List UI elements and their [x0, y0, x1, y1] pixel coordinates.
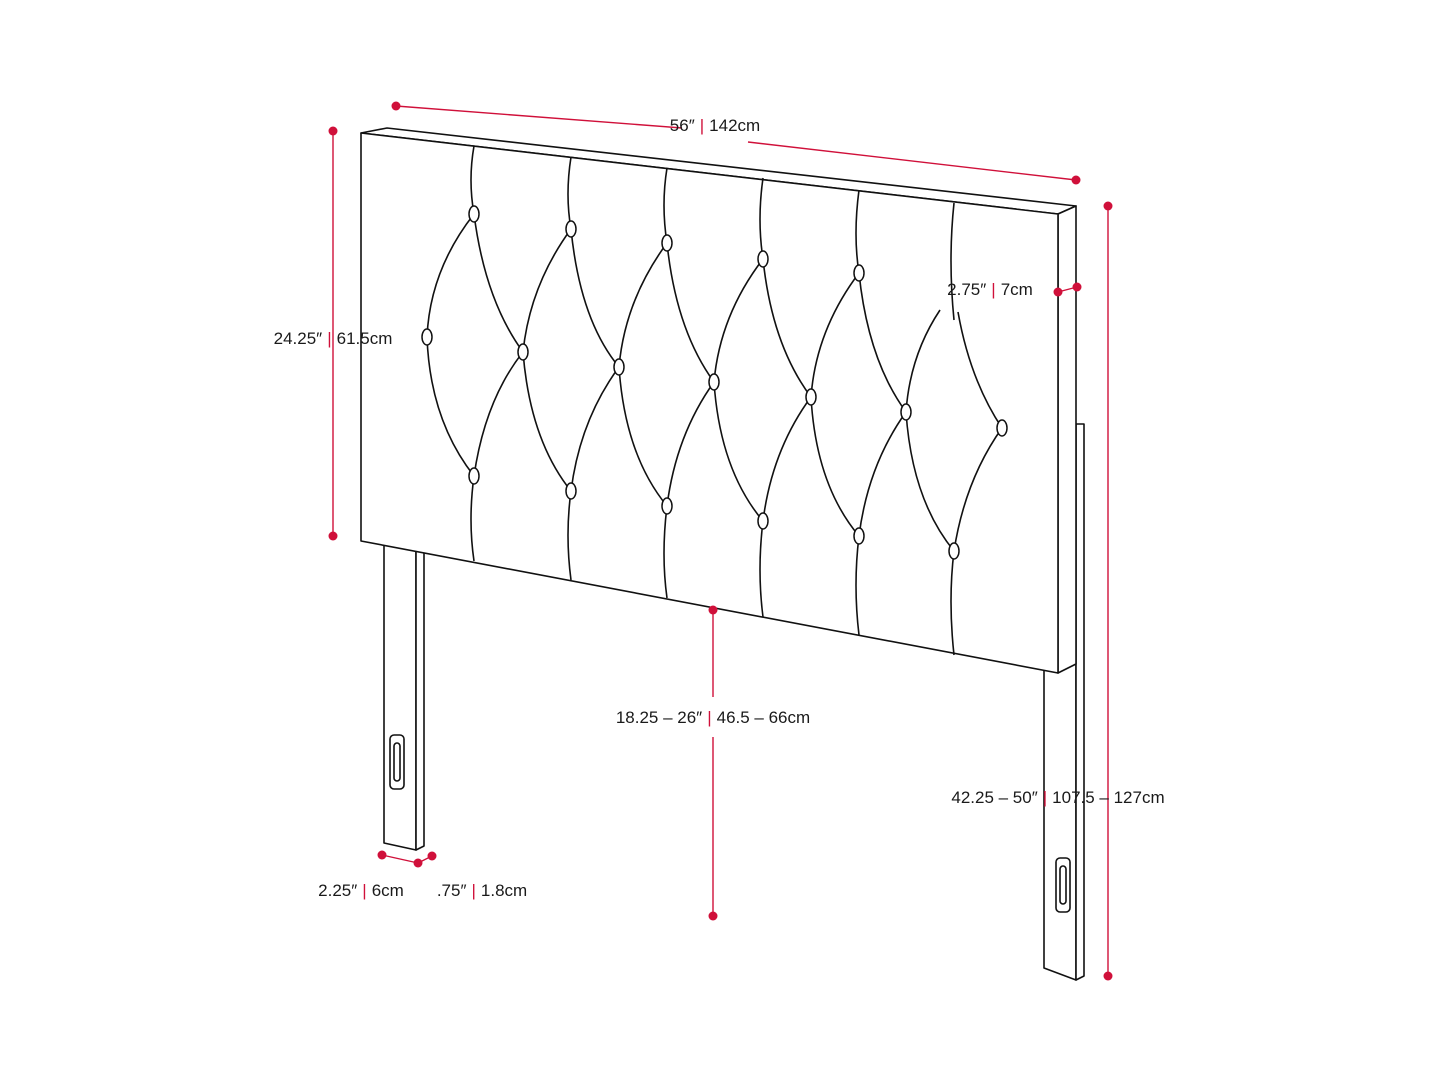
tuft-button	[805, 388, 817, 406]
thickness-label: 2.75″|7cm	[947, 280, 1033, 299]
tuft-button	[661, 497, 673, 515]
clearance-dimension	[708, 605, 718, 921]
tuft-button	[757, 512, 769, 530]
height-label: 24.25″|61.5cm	[274, 329, 393, 348]
leg-dimension	[377, 850, 437, 868]
clearance-label: 18.25 – 26″|46.5 – 66cm	[616, 708, 810, 727]
tuft-button	[661, 234, 673, 252]
tuft-button	[948, 542, 960, 560]
tuft-button	[565, 220, 577, 238]
leg-width-label: 2.25″|6cm	[318, 881, 404, 900]
height-imperial: 24.25″	[274, 329, 323, 348]
clearance-metric: 46.5 – 66cm	[717, 708, 811, 727]
thickness-imperial: 2.75″	[947, 280, 986, 299]
tuft-button	[900, 403, 912, 421]
leg-width-imperial: 2.25″	[318, 881, 357, 900]
clearance-imperial: 18.25 – 26″	[616, 708, 702, 727]
tufting-pattern	[426, 145, 1003, 656]
tuft-button	[853, 264, 865, 282]
leg-depth-imperial: .75″	[437, 881, 467, 900]
left-leg	[383, 539, 425, 851]
tuft-button	[996, 419, 1008, 437]
leg-depth-metric: 1.8cm	[481, 881, 527, 900]
panel-front-face	[360, 132, 1059, 674]
tuft-button	[853, 527, 865, 545]
tuft-button	[421, 328, 433, 346]
width-dimension	[391, 101, 1081, 185]
thickness-dimension	[1053, 282, 1082, 297]
width-label: 56″|142cm	[670, 116, 760, 135]
height-metric: 61.5cm	[337, 329, 393, 348]
total-height-label: 42.25 – 50″|107.5 – 127cm	[951, 788, 1164, 807]
tuft-button	[565, 482, 577, 500]
thickness-metric: 7cm	[1001, 280, 1033, 299]
tuft-button	[468, 467, 480, 485]
tufting-buttons	[421, 205, 1008, 560]
right-leg	[1043, 423, 1085, 981]
leg-depth-label: .75″|1.8cm	[437, 881, 527, 900]
headboard-panel	[360, 127, 1077, 674]
tuft-button	[757, 250, 769, 268]
width-imperial: 56″	[670, 116, 695, 135]
tuft-button	[468, 205, 480, 223]
total-height-metric: 107.5 – 127cm	[1052, 788, 1164, 807]
total-height-imperial: 42.25 – 50″	[951, 788, 1037, 807]
width-metric: 142cm	[709, 116, 760, 135]
total-height-dimension	[1103, 201, 1113, 981]
tuft-button	[517, 343, 529, 361]
tuft-button	[708, 373, 720, 391]
height-dimension	[328, 126, 338, 541]
leg-width-metric: 6cm	[372, 881, 404, 900]
tuft-button	[613, 358, 625, 376]
